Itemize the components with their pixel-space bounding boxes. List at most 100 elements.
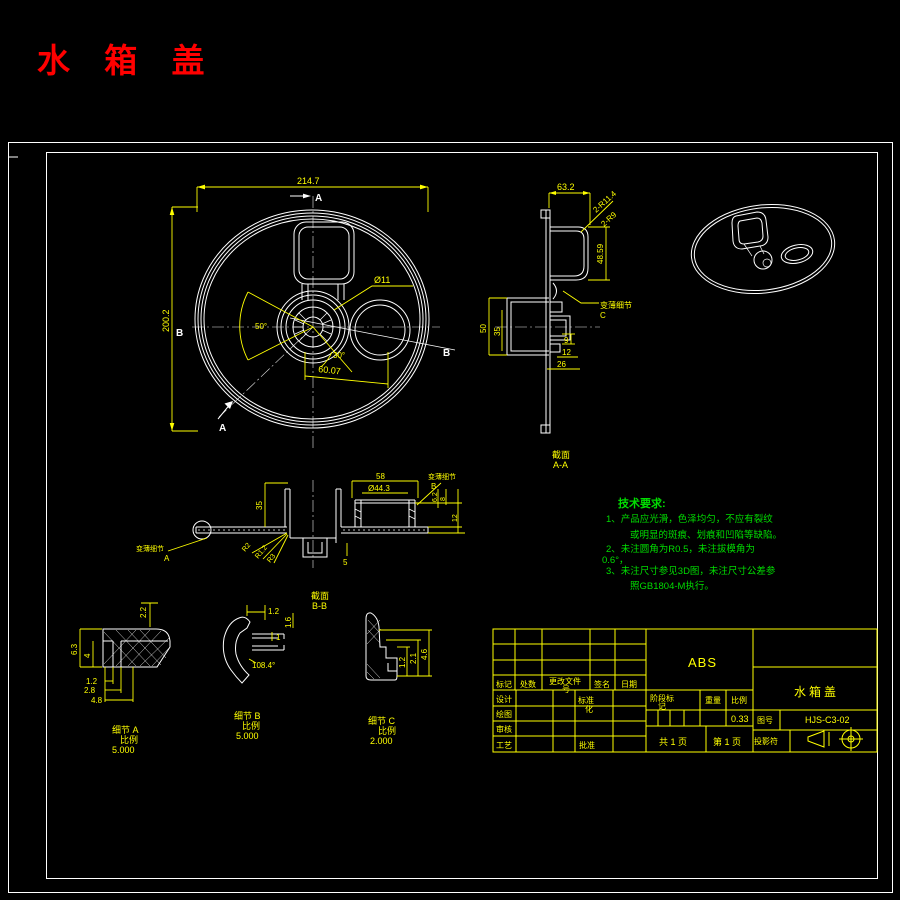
tb-weight-label: 重量 (705, 695, 721, 705)
bb-dim-right1: 6.2 (432, 492, 439, 502)
page-title: 水 箱 盖 (37, 43, 218, 80)
section-aa-view: 63.2 2-R11.4 2-R9 48.59 50 35 9 12 26 变薄… (479, 182, 632, 470)
aa-dim-step1: 9 (564, 336, 569, 345)
main-top-view: 214.7 200.2 A A B B 50° (161, 176, 456, 450)
tech-req-line1: 1、产品应光滑，色泽均匀，不应有裂纹 (606, 513, 773, 525)
tech-req-line2: 或明显的斑痕、划痕和凹陷等缺陷。 (630, 529, 782, 541)
bb-leader-b-ref: B (431, 482, 436, 491)
title-block: 标记 处数 更改文件 号 签名 日期 设计 绘图 审核 工艺 标准 化 批准 A… (492, 628, 878, 753)
detail-b-title: 细节 B (234, 710, 261, 721)
tab-outline (293, 221, 355, 285)
tb-stage-label2: 记 (658, 702, 666, 711)
aa-dim-left-outer: 50 (479, 324, 488, 333)
bb-radius-1: R2 (241, 542, 252, 553)
dc-dim2: 2.1 (409, 652, 418, 664)
tb-rev-mark: 标记 (496, 679, 512, 689)
da-dim-left1: 6.3 (70, 643, 79, 655)
section-bb-view: 变薄细节 A 35 58 Ø44.3 (136, 472, 465, 611)
tb-rev-doc: 更改文件 (549, 676, 581, 686)
tb-part-name: 水箱盖 (794, 684, 839, 699)
aa-dim-left-inner: 35 (493, 327, 502, 336)
tb-material: ABS (688, 655, 717, 670)
tech-req-heading: 技术要求: (618, 496, 666, 510)
aa-dim-r2: 2-R9 (599, 210, 618, 229)
tb-projection-label: 投影符 (754, 736, 778, 746)
tb-rev-date: 日期 (621, 680, 637, 689)
detail-b-view: 1.2 1.6 1 108.4° 细节 B 比例 5.000 (222, 605, 294, 741)
detail-a-hatch (103, 629, 171, 667)
tb-role-draw: 绘图 (496, 709, 512, 719)
border-frame (8, 142, 893, 893)
dim-height: 200.2 (161, 206, 198, 432)
db-dim2: 1.6 (284, 616, 293, 628)
dim-width-text: 214.7 (297, 176, 320, 186)
bb-dim-height: 35 (255, 501, 264, 510)
projection-symbol (807, 727, 863, 751)
tech-req-line3: 2、未注圆角为R0.5，未注拔模角为 (606, 543, 755, 555)
aa-dim-depth: 48.59 (596, 243, 605, 264)
detail-a-marker (192, 520, 212, 540)
detail-c-hatch (366, 619, 382, 680)
aa-dim-r1: 2-R11.4 (591, 189, 618, 215)
tb-role-approve: 批准 (579, 740, 595, 750)
tb-rev-doc2: 号 (562, 685, 570, 694)
aa-label-bottom: A-A (553, 460, 568, 470)
tb-drawing-no: HJS-C3-02 (805, 715, 850, 725)
dc-dim1: 1.2 (398, 656, 407, 668)
angle-right-text: 30° (333, 351, 345, 360)
detail-c-view: 1.2 2.1 4.6 细节 C 比例 2.000 (365, 612, 432, 746)
marker-a-bottom: A (219, 423, 226, 434)
center-distance-dim: 60.07 (304, 352, 389, 388)
tb-stage-label1: 阶段标 (650, 693, 674, 703)
aa-dim-top: 63.2 (557, 182, 575, 192)
aa-leader-ref: C (600, 311, 606, 320)
technical-requirements: 技术要求: 1、产品应光滑，色泽均匀，不应有裂纹 或明显的斑痕、划痕和凹陷等缺陷… (602, 496, 782, 592)
center-distance-text: 60.07 (318, 364, 341, 376)
tb-sheet-no: 第 1 页 (713, 736, 741, 747)
tb-role-std1: 标准 (578, 695, 594, 705)
detail-a-scale-value: 5.000 (112, 745, 135, 755)
tb-rev-count: 处数 (520, 679, 536, 689)
tb-rev-sign: 签名 (594, 679, 610, 689)
da-dim-bottom3: 4.8 (91, 696, 103, 705)
tb-drawing-no-label: 图号 (757, 716, 773, 725)
bb-radius-3: R3 (266, 553, 277, 564)
bb-dim-notch: 5 (343, 558, 348, 567)
db-dim3: 1 (276, 633, 281, 642)
angle-dims: 50° 30° (239, 291, 353, 373)
da-dim-top: 2.2 (139, 606, 148, 618)
bb-leader-a-ref: A (164, 554, 170, 563)
tb-scale-value: 0.33 (731, 714, 749, 724)
aa-dim-step2: 12 (562, 348, 571, 357)
da-dim-bottom1: 1.2 (86, 677, 98, 686)
tb-role-process: 工艺 (496, 741, 512, 750)
da-dim-left2: 4 (83, 653, 92, 658)
dc-dim3: 4.6 (420, 648, 429, 660)
bb-dim-right3: 12 (452, 514, 459, 522)
detail-a-scale-label: 比例 (120, 734, 138, 745)
aa-dim-step3: 26 (557, 360, 566, 369)
bb-label-top: 截面 (311, 590, 329, 601)
dim-height-text: 200.2 (161, 309, 171, 332)
tech-req-line6: 照GB1804-M执行。 (630, 580, 714, 592)
marker-b-right: B (443, 348, 450, 359)
bb-leader-a-text: 变薄细节 (136, 544, 164, 553)
bb-dim-boss-inner: Ø44.3 (368, 484, 390, 493)
tech-req-line4: 0.6°， (602, 555, 629, 566)
perspective-view (690, 203, 836, 295)
tech-req-line5: 3、未注尺寸参见3D图，未注尺寸公差参 (606, 565, 776, 577)
hole-dim-text: Ø11 (374, 275, 390, 285)
angle-left-text: 50° (255, 322, 267, 331)
marker-b-left: B (176, 328, 183, 339)
bb-leader-b-text: 变薄细节 (428, 472, 456, 481)
tb-role-check: 审核 (496, 724, 512, 734)
tb-scale-label: 比例 (731, 695, 747, 705)
tb-sheet-total: 共 1 页 (659, 737, 687, 747)
db-dim-angle: 108.4° (252, 661, 275, 670)
bb-dim-right2: 8 (440, 497, 447, 501)
bb-dim-boss-outer: 58 (376, 472, 385, 481)
detail-a-view: 2.2 6.3 4 1.2 2.8 4.8 细节 A 比例 5.000 (70, 602, 171, 755)
aa-label-top: 截面 (552, 449, 570, 460)
